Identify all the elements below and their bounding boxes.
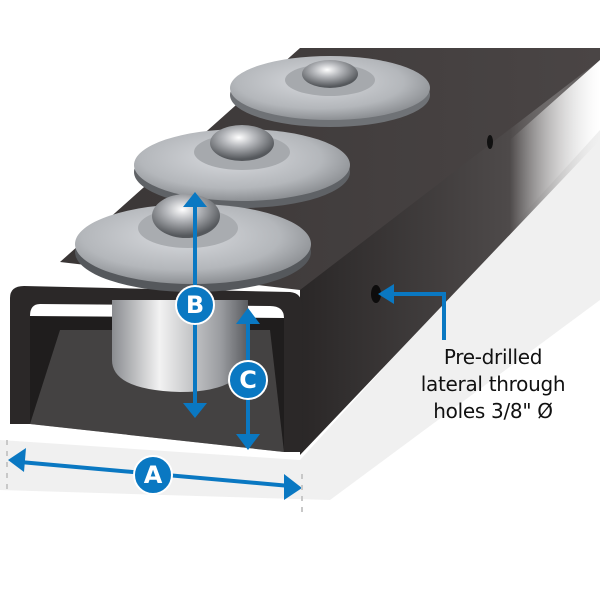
callout-line-1: Pre-drilled — [443, 345, 543, 369]
channel-front — [10, 286, 302, 452]
dimension-b-badge: B — [175, 285, 215, 325]
callout-line-2: lateral through — [420, 372, 566, 396]
lateral-holes-callout: Pre-drilled lateral through holes 3/8" Ø — [398, 344, 588, 425]
lateral-hole — [487, 135, 493, 149]
rail-side — [300, 60, 600, 455]
extension-lines — [6, 440, 303, 514]
lateral-hole — [371, 285, 381, 303]
callout-line-3: holes 3/8" Ø — [433, 399, 553, 423]
callout-leader — [378, 284, 446, 340]
dimension-a-badge: A — [133, 455, 173, 495]
dimension-c-badge: C — [228, 360, 268, 400]
